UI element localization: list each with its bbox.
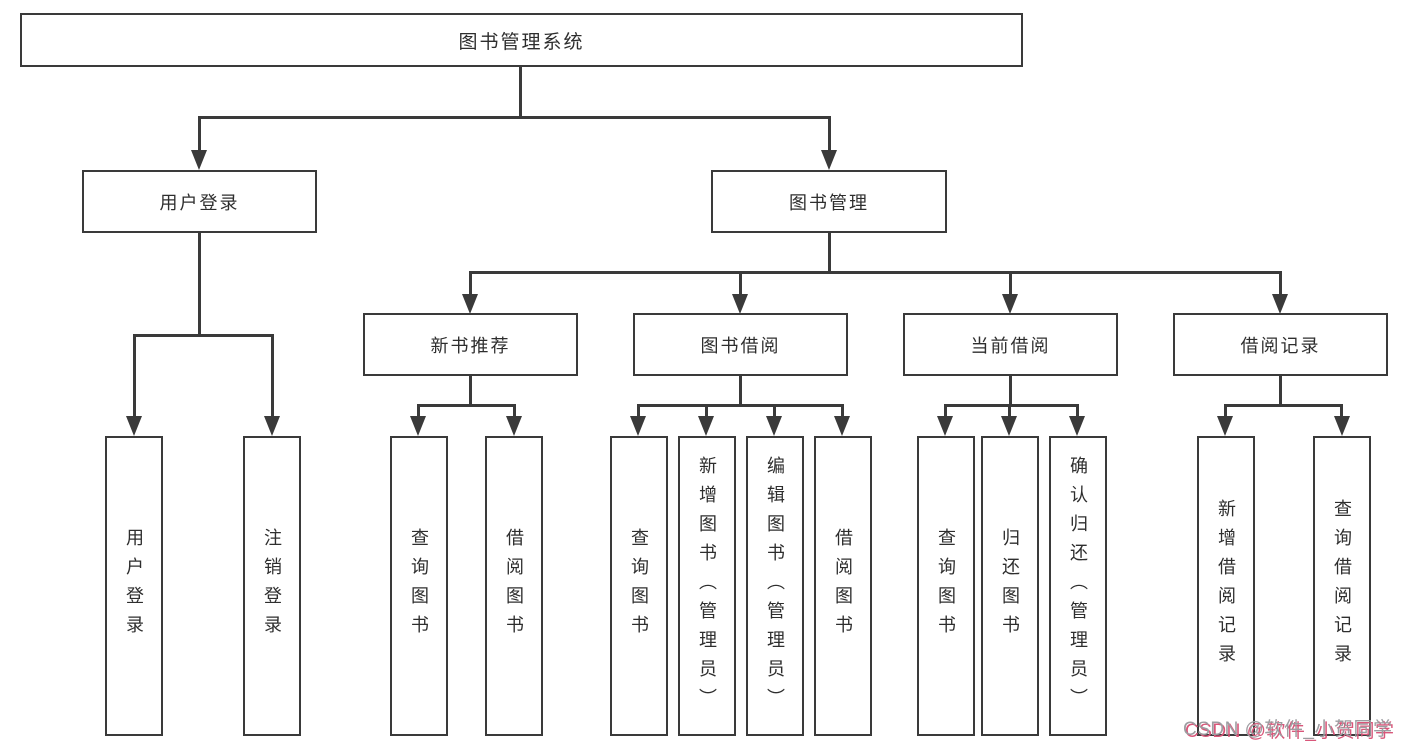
- vline: [1224, 404, 1227, 419]
- vline: [828, 233, 831, 274]
- arrow-down-icon: [1069, 416, 1085, 436]
- arrow-down-icon: [1217, 416, 1233, 436]
- arrow-down-icon: [766, 416, 782, 436]
- leaf-confirm-return-admin: 确认归还（管理员）: [1049, 436, 1107, 736]
- arrow-down-icon: [630, 416, 646, 436]
- arrow-down-icon: [410, 416, 426, 436]
- arrow-down-icon: [821, 150, 837, 170]
- node-label: 图书管理系统: [458, 31, 585, 53]
- hline: [1224, 404, 1343, 407]
- leaf-borrow-books-recommend: 借阅图书: [485, 436, 543, 736]
- arrow-down-icon: [834, 416, 850, 436]
- leaf-label: 查询图书: [629, 528, 649, 644]
- leaf-label: 借阅图书: [504, 528, 524, 644]
- hline: [944, 404, 1079, 407]
- leaf-label: 用户登录: [124, 528, 144, 644]
- vline: [1279, 376, 1282, 407]
- vline: [1279, 271, 1282, 297]
- node-label: 借阅记录: [1240, 335, 1321, 356]
- node-label: 图书管理: [789, 192, 869, 213]
- arrow-down-icon: [1334, 416, 1350, 436]
- vline: [773, 404, 776, 419]
- node-new-book-recommend: 新书推荐: [363, 313, 578, 376]
- vline: [739, 271, 742, 297]
- vline: [1009, 271, 1012, 297]
- leaf-label: 新增借阅记录: [1216, 499, 1236, 673]
- arrow-down-icon: [1001, 416, 1017, 436]
- hline: [637, 404, 844, 407]
- vline: [519, 67, 522, 119]
- vline: [271, 334, 274, 419]
- arrow-down-icon: [506, 416, 522, 436]
- arrow-down-icon: [264, 416, 280, 436]
- node-label: 新书推荐: [430, 335, 511, 356]
- vline: [944, 404, 947, 419]
- node-library-management-system: 图书管理系统: [20, 13, 1023, 67]
- arrow-down-icon: [1002, 294, 1018, 314]
- vline: [1009, 376, 1012, 407]
- vline: [417, 404, 420, 419]
- leaf-label: 查询借阅记录: [1332, 499, 1352, 673]
- node-label: 图书借阅: [700, 335, 781, 356]
- leaf-borrow-books-borrowing: 借阅图书: [814, 436, 872, 736]
- leaf-label: 编辑图书（管理员）: [765, 455, 785, 717]
- arrow-down-icon: [462, 294, 478, 314]
- leaf-query-books-current: 查询图书: [917, 436, 975, 736]
- vline: [133, 334, 136, 419]
- vline: [198, 233, 201, 337]
- hline: [133, 334, 274, 337]
- vline: [739, 376, 742, 407]
- csdn-watermark: CSDN @软件_小贺同学: [1183, 719, 1393, 740]
- hline: [469, 271, 1282, 274]
- leaf-query-borrow-record: 查询借阅记录: [1313, 436, 1371, 736]
- arrow-down-icon: [698, 416, 714, 436]
- node-current-borrowing: 当前借阅: [903, 313, 1118, 376]
- vline: [469, 376, 472, 407]
- leaf-add-borrow-record: 新增借阅记录: [1197, 436, 1255, 736]
- leaf-label: 借阅图书: [833, 528, 853, 644]
- hline: [417, 404, 516, 407]
- node-book-borrowing: 图书借阅: [633, 313, 848, 376]
- node-user-login: 用户登录: [82, 170, 317, 233]
- leaf-label: 查询图书: [936, 528, 956, 644]
- node-book-management: 图书管理: [711, 170, 947, 233]
- arrow-down-icon: [937, 416, 953, 436]
- vline: [469, 271, 472, 297]
- leaf-add-books-admin: 新增图书（管理员）: [678, 436, 736, 736]
- vline: [1340, 404, 1343, 419]
- vline: [198, 116, 201, 153]
- leaf-query-books-recommend: 查询图书: [390, 436, 448, 736]
- vline: [705, 404, 708, 419]
- node-borrowing-records: 借阅记录: [1173, 313, 1388, 376]
- node-label: 当前借阅: [970, 335, 1051, 356]
- leaf-logout: 注销登录: [243, 436, 301, 736]
- leaf-label: 查询图书: [409, 528, 429, 644]
- arrow-down-icon: [732, 294, 748, 314]
- vline: [1008, 404, 1011, 419]
- arrow-down-icon: [126, 416, 142, 436]
- leaf-label: 注销登录: [262, 528, 282, 644]
- vline: [1076, 404, 1079, 419]
- vline: [841, 404, 844, 419]
- arrow-down-icon: [1272, 294, 1288, 314]
- vline: [513, 404, 516, 419]
- leaf-label: 确认归还（管理员）: [1068, 455, 1088, 717]
- leaf-query-books-borrowing: 查询图书: [610, 436, 668, 736]
- leaf-return-books: 归还图书: [981, 436, 1039, 736]
- hline: [198, 116, 831, 119]
- leaf-user-login: 用户登录: [105, 436, 163, 736]
- leaf-label: 新增图书（管理员）: [697, 455, 717, 717]
- node-label: 用户登录: [159, 192, 240, 213]
- vline: [637, 404, 640, 419]
- vline: [828, 116, 831, 153]
- leaf-label: 归还图书: [1000, 528, 1020, 644]
- arrow-down-icon: [191, 150, 207, 170]
- leaf-edit-books-admin: 编辑图书（管理员）: [746, 436, 804, 736]
